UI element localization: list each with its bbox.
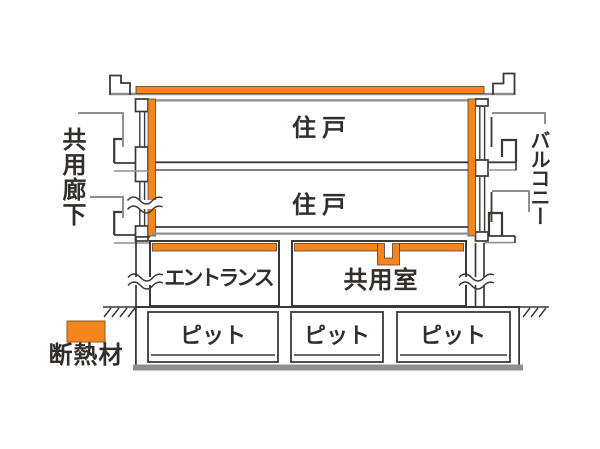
pit-box-2	[290, 311, 384, 363]
ground-hatching-left	[103, 306, 136, 318]
pit-box-3	[396, 311, 511, 363]
label-insulation-legend: 断熱材	[48, 342, 124, 369]
ground-hatching-right	[520, 306, 549, 318]
pit-box-1	[147, 311, 279, 363]
legend-insulation-swatch	[66, 320, 106, 343]
common-room-ceiling-insulation-right	[399, 243, 464, 252]
label-unit-upper: 住戸	[292, 115, 352, 142]
corridor-handrail-lower	[113, 210, 122, 235]
balcony-handrail-upper	[500, 138, 518, 162]
left-wall-insulation	[147, 98, 156, 237]
left-parapet	[109, 74, 131, 95]
entrance-room	[149, 240, 280, 307]
corridor-leader-lower	[90, 196, 124, 218]
roof-insulation	[135, 86, 485, 94]
lower-floor-slab	[114, 226, 516, 244]
right-exterior-wall	[467, 98, 493, 242]
mid-floor-slab	[114, 161, 517, 172]
pit-foundation	[133, 306, 523, 371]
ground-floor-rooms	[135, 236, 485, 307]
balcony-leader-upper	[492, 112, 546, 124]
label-balcony: バルコニー	[527, 130, 549, 225]
label-pit-3: ピット	[419, 323, 487, 348]
label-pit-1: ピット	[179, 323, 247, 348]
right-wall-insulation	[467, 98, 476, 237]
entrance-ceiling-insulation	[152, 243, 277, 252]
common-room-ceiling-beam-insulation	[377, 243, 400, 266]
balcony-structures	[487, 112, 546, 236]
label-unit-lower: 住戸	[292, 192, 352, 219]
label-entrance: エントランス	[164, 267, 275, 290]
corridor-structures	[78, 112, 124, 235]
right-parapet	[492, 72, 516, 95]
label-corridor: 共用廊下	[58, 127, 85, 227]
label-common-room: 共用室	[343, 267, 419, 294]
balcony-leader-lower	[492, 190, 530, 212]
balcony-handrail-lower	[487, 211, 504, 236]
break-symbol-entrance-wall	[127, 273, 164, 290]
corridor-leader-upper	[78, 112, 124, 147]
break-symbol-right-wall	[458, 273, 496, 290]
break-symbol-left-wall	[126, 196, 164, 214]
common-room-ceiling-insulation-left	[294, 243, 378, 252]
corridor-handrail-upper	[113, 137, 122, 163]
foundation-base-slab	[133, 364, 523, 371]
left-exterior-wall	[134, 98, 156, 242]
roof-assembly	[109, 72, 516, 102]
label-pit-2: ピット	[303, 323, 371, 348]
